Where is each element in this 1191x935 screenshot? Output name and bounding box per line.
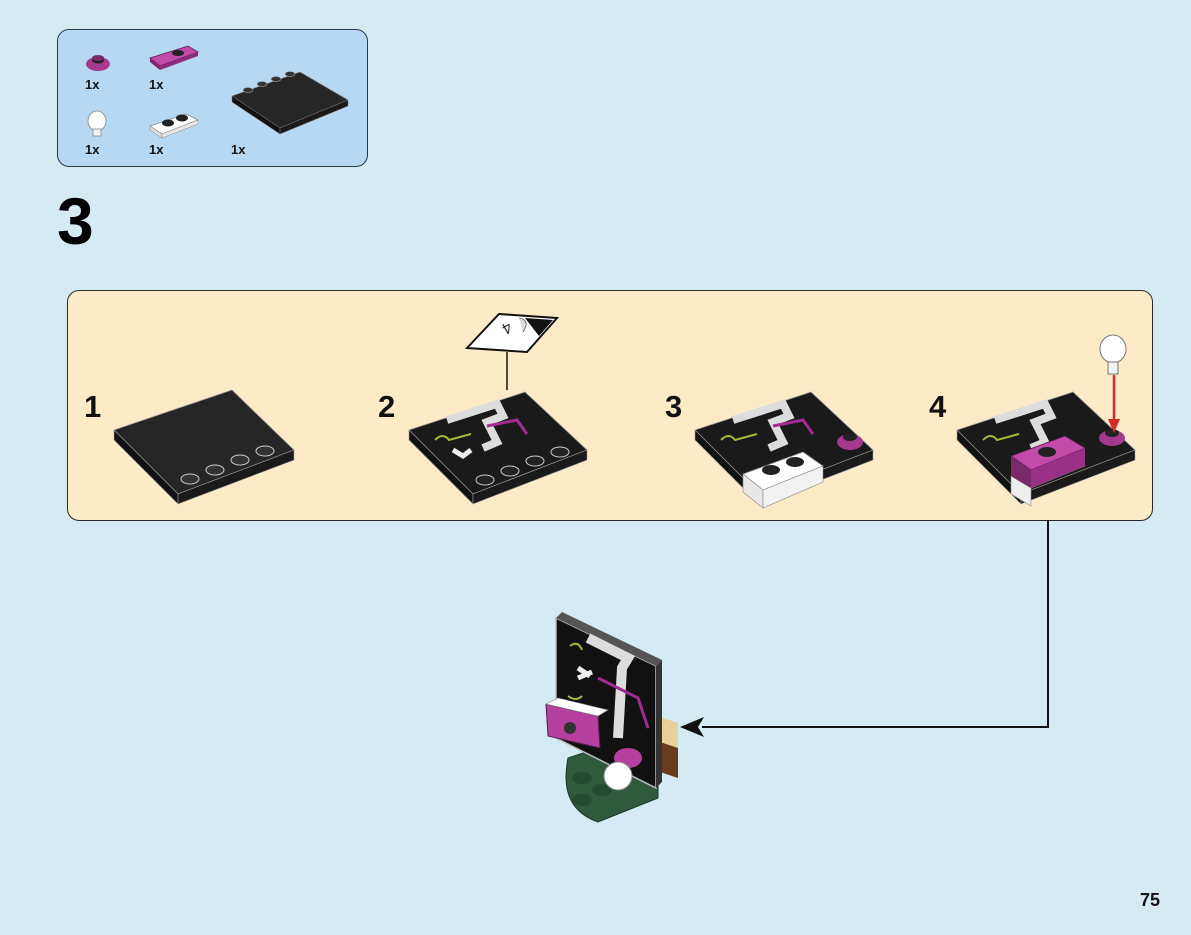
part-qty: 1x — [149, 142, 164, 157]
red-arrow-icon — [1108, 375, 1120, 433]
part-black-tile — [231, 71, 349, 135]
connector-arrow — [680, 520, 1049, 737]
final-model — [545, 612, 678, 823]
part-qty: 1x — [231, 142, 246, 157]
part-qty: 1x — [85, 77, 100, 92]
sub-step-3-tile — [694, 391, 874, 509]
sub-step-label-4: 4 — [929, 389, 947, 424]
part-white-lamp — [87, 110, 107, 137]
sub-step-1-tile — [113, 389, 295, 505]
lamp-piece — [1099, 334, 1127, 375]
part-magenta-jumper-plate — [149, 45, 199, 70]
step-number: 3 — [57, 184, 94, 258]
sub-step-4-tile — [956, 391, 1136, 507]
part-white-plate — [149, 113, 199, 139]
part-qty: 1x — [85, 142, 100, 157]
sub-step-2-tile — [408, 391, 588, 505]
sub-step-label-1: 1 — [84, 389, 102, 424]
sub-step-label-3: 3 — [665, 389, 683, 424]
sub-step-label-2: 2 — [378, 389, 396, 424]
part-qty: 1x — [149, 77, 164, 92]
parts-list-box: 1x 1x 1x 1x 1x — [57, 29, 368, 167]
part-magenta-round-plate — [86, 55, 110, 71]
sticker-callout — [464, 312, 560, 390]
page-number: 75 — [1140, 890, 1161, 910]
